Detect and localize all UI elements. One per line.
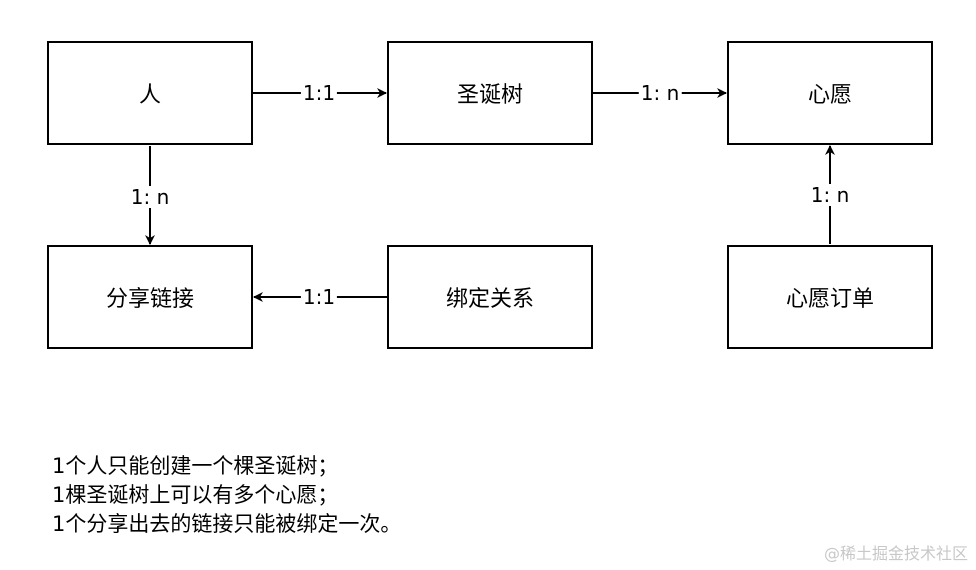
edge-label-binding-share: 1:1 [300,285,338,309]
note-line: 1个人只能创建一个棵圣诞树； [52,454,339,478]
edge-label-person-tree: 1:1 [300,81,338,105]
node-person: 人 [47,41,253,145]
node-binding: 绑定关系 [387,245,593,349]
node-christmas-tree: 圣诞树 [387,41,593,145]
edge-label-order-wish: 1: n [808,183,852,207]
watermark: @稀土掘金技术社区 [823,544,968,563]
node-wish-order: 心愿订单 [727,245,933,349]
edge-label-tree-wish: 1: n [638,81,682,105]
notes: 1个人只能创建一个棵圣诞树； 1棵圣诞树上可以有多个心愿； 1个分享出去的链接只… [52,452,401,539]
node-wish: 心愿 [727,41,933,145]
note-line: 1棵圣诞树上可以有多个心愿； [52,483,339,507]
node-share-link: 分享链接 [47,245,253,349]
edge-label-person-share: 1: n [128,185,172,209]
note-line: 1个分享出去的链接只能被绑定一次。 [52,512,402,536]
